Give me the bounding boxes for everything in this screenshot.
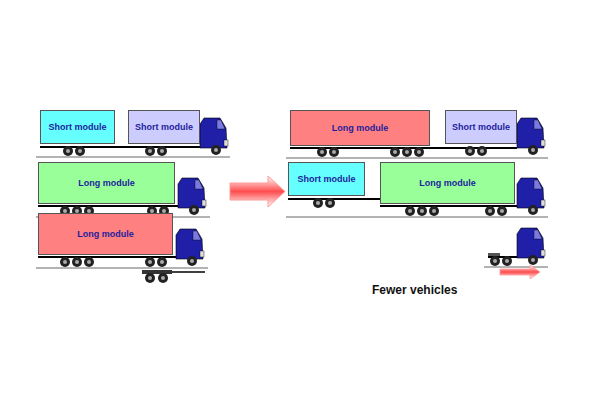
module-label: Short module (452, 122, 510, 132)
module-label: Long module (77, 229, 134, 239)
converter-dolly (142, 270, 205, 283)
module-label: Long module (78, 178, 135, 188)
module-box: Long module (380, 162, 515, 204)
module-box: Long module (38, 213, 173, 255)
module-label: Short module (298, 174, 356, 184)
transition-arrow (230, 176, 285, 207)
module-label: Short module (49, 122, 107, 132)
module-label: Short module (135, 122, 193, 132)
module-label: Long module (419, 178, 476, 188)
module-box: Long module (290, 110, 430, 146)
module-box: Short module (445, 110, 517, 144)
module-box: Short module (40, 110, 115, 144)
spare-tractor (484, 228, 548, 279)
module-label: Long module (332, 123, 389, 133)
module-box: Short module (288, 162, 365, 196)
caption-label: Fewer vehicles (372, 283, 457, 297)
module-box: Short module (128, 110, 200, 144)
module-box: Long module (38, 162, 175, 204)
